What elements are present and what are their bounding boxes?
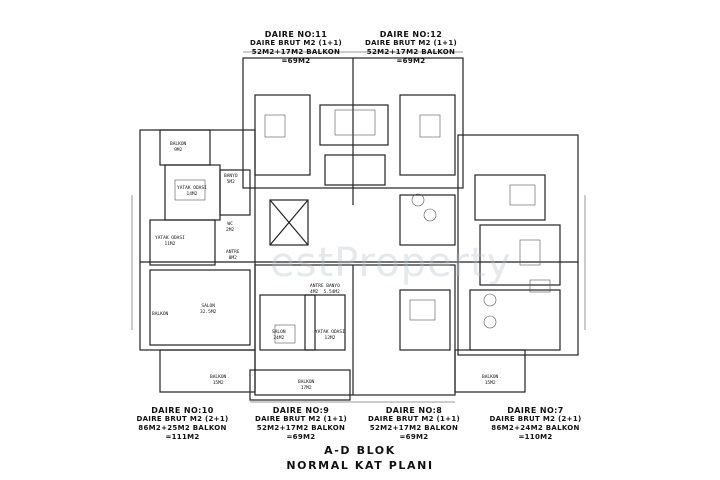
unit-area-total: =69M2 [396,57,426,65]
unit-label-11: DAIRE NO:11 DAIRE BRUT M2 (1+1) 52M2+17M… [240,30,352,66]
room-balkon-nw: BALKON 9M2 [170,142,187,153]
unit-area-breakdown: 52M2+17M2 BALKON [251,48,341,56]
room-antre: ANTRE 8M2 [226,250,240,261]
unit-gross-area: DAIRE BRUT M2 (2+1) [489,415,582,423]
room-yatak-odasi-2: YATAK ODASI 11M2 [155,236,185,247]
room-wc: WC 2M2 [226,222,235,233]
balcony-se [454,349,526,393]
unit-gross-area: DAIRE BRUT M2 (2+1) [136,415,229,423]
unit-area-breakdown: 86M2+25M2 BALKON [138,424,227,432]
room-yatak-odasi-1: YATAK ODASI 14M2 [177,186,207,197]
unit-area-breakdown: 86M2+24M2 BALKON [491,424,580,432]
unit-number: DAIRE NO:11 [264,30,328,39]
plan-title: A-D BLOK NORMAL KAT PLANI [260,444,460,472]
plan-title-line1: A-D BLOK [324,444,396,457]
unit-label-7: DAIRE NO:7 DAIRE BRUT M2 (2+1) 86M2+24M2… [478,406,593,442]
unit-gross-area: DAIRE BRUT M2 (1+1) [254,415,348,423]
plan-title-line2: NORMAL KAT PLANI [286,459,434,472]
room-banyo-1: BANYO 5M2 [224,174,238,185]
unit-label-12: DAIRE NO:12 DAIRE BRUT M2 (1+1) 52M2+17M… [355,30,467,66]
unit-number: DAIRE NO:12 [379,30,443,39]
unit-number: DAIRE NO:7 [507,406,564,415]
lower-building-outline [254,264,456,396]
room-balkon-w: BALKON [152,312,169,317]
unit-number: DAIRE NO:9 [272,406,330,415]
unit-label-10: DAIRE NO:10 DAIRE BRUT M2 (2+1) 86M2+25M… [125,406,240,442]
unit-number: DAIRE NO:10 [151,406,214,415]
stair-core [399,194,456,246]
unit-area-total: =69M2 [399,433,429,441]
east-unit-outline [457,134,579,356]
room-balkon-s: BALKON 17M2 [298,380,315,391]
room-yatak-odasi-3: YATAK ODASI 12M2 [315,330,345,341]
unit-gross-area: DAIRE BRUT M2 (1+1) [364,39,458,47]
unit-gross-area: DAIRE BRUT M2 (1+1) [249,39,343,47]
watermark: estProperty [270,240,512,286]
unit-area-total: =69M2 [286,433,316,441]
elevator-core [269,199,309,246]
unit-area-breakdown: 52M2+17M2 BALKON [369,424,459,432]
room-balkon-sw: BALKON 15M2 [210,375,227,386]
unit-area-total: =110M2 [518,433,553,441]
room-salon-big: SALON 32.5M2 [200,304,217,315]
unit-number: DAIRE NO:8 [385,406,443,415]
unit-area-breakdown: 52M2+17M2 BALKON [256,424,346,432]
room-antre-banyo: ANTRE BANYO 4M2 5.54M2 [310,284,340,295]
room-salon-small: SALON 24M2 [272,330,286,341]
unit-area-total: =69M2 [281,57,311,65]
room-balkon-se: BALKON 15M2 [482,375,499,386]
unit-gross-area: DAIRE BRUT M2 (1+1) [367,415,461,423]
unit-area-total: =111M2 [165,433,200,441]
balcony-sw [159,349,256,393]
unit-label-8: DAIRE NO:8 DAIRE BRUT M2 (1+1) 52M2+17M2… [358,406,470,442]
unit-area-breakdown: 52M2+17M2 BALKON [366,48,456,56]
balcony-s [249,369,351,401]
unit-label-9: DAIRE NO:9 DAIRE BRUT M2 (1+1) 52M2+17M2… [245,406,357,442]
